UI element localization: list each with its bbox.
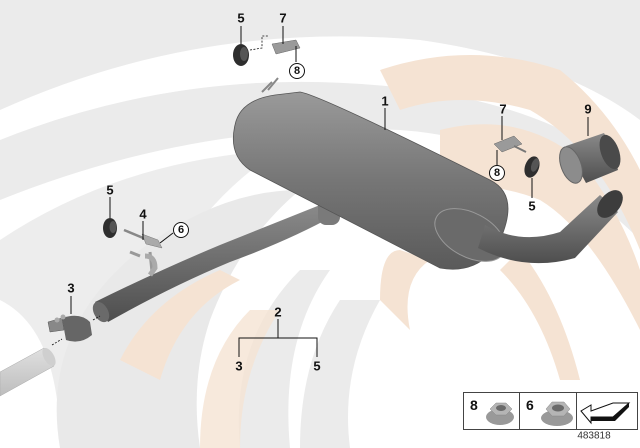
legend-box: 8 6 — [463, 392, 638, 430]
callout-2[interactable]: 2 — [274, 304, 282, 320]
callout-7[interactable]: 7 — [279, 10, 287, 26]
tailpipe — [478, 190, 623, 264]
intermediate-pipe — [92, 195, 340, 323]
callout-3[interactable]: 3 — [67, 280, 75, 296]
callout-5[interactable]: 5 — [106, 182, 114, 198]
hex-nut-icon — [486, 402, 514, 425]
callout-7[interactable]: 7 — [499, 101, 507, 117]
callout-4[interactable]: 4 — [139, 206, 147, 222]
bracket — [123, 228, 163, 277]
legend-label: 6 — [526, 397, 534, 413]
circled-callout-6[interactable]: 6 — [173, 222, 189, 238]
rubber-mount-top — [233, 44, 249, 66]
callout-3[interactable]: 3 — [235, 358, 243, 374]
front-pipe — [0, 347, 56, 397]
tailpipe-trim — [559, 133, 621, 184]
rubber-mount-front — [103, 218, 117, 238]
rubber-mount-right — [524, 156, 540, 178]
callout-9[interactable]: 9 — [584, 101, 592, 117]
hanger-right — [493, 135, 527, 153]
circled-callout-8[interactable]: 8 — [289, 63, 305, 79]
hex-flange-nut-icon — [541, 401, 573, 426]
legend-label: 8 — [470, 397, 478, 413]
callout-5[interactable]: 5 — [313, 358, 321, 374]
callout-5[interactable]: 5 — [237, 10, 245, 26]
legend-item-8[interactable]: 8 — [464, 393, 520, 429]
clamp — [47, 314, 101, 346]
legend-item-6[interactable]: 6 — [520, 393, 577, 429]
callout-5[interactable]: 5 — [528, 198, 536, 214]
callout-1[interactable]: 1 — [381, 93, 389, 109]
diagram-id: 483818 — [577, 430, 611, 442]
leader-lines — [70, 26, 589, 357]
circled-callout-8[interactable]: 8 — [489, 165, 505, 181]
direction-arrow-icon — [580, 402, 631, 425]
legend-item-arrow[interactable] — [577, 393, 637, 429]
hanger-top — [249, 35, 301, 55]
